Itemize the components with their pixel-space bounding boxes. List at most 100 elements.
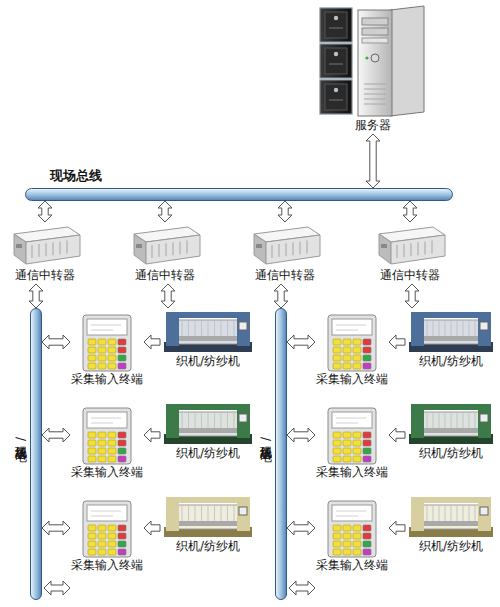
relay-left [134,234,146,264]
node-label: 通信中转器 [240,268,330,282]
block-arrow [389,335,405,349]
input-terminal: 采集输入终端 [70,314,144,390]
loom-frame [478,314,491,346]
terminal-key [353,339,361,345]
terminal-key [118,432,126,438]
terminal-key [118,339,126,345]
terminal-key [88,549,96,555]
terminal-key [108,440,116,446]
terminal-key [333,432,341,438]
terminal-key [118,363,126,369]
terminal-key [118,347,126,353]
server-module [320,80,352,114]
terminal-key [108,533,116,539]
terminal-key [88,456,96,462]
loom-warp [234,321,235,336]
drive-bay [362,38,388,43]
loom-beam [411,404,491,410]
terminal-key [108,432,116,438]
terminal-screen [332,319,372,335]
relay-vent [66,241,67,254]
loom-roll [423,428,479,433]
server-module-panel [325,12,347,38]
screen-line [336,325,366,326]
field-bus-power: 现场总线/电 [275,308,287,600]
terminal-key [98,525,106,531]
terminal-key [333,541,341,547]
input-terminal: 采集输入终端 [70,500,144,576]
loom-body [423,505,479,529]
terminal-key [98,440,106,446]
loom-warp [221,506,222,521]
node-icon [0,222,90,268]
loom-warp [433,413,434,428]
terminal-key [88,525,96,531]
power-button [371,54,379,62]
node-label: 采集输入终端 [70,372,144,386]
terminal-body [83,315,131,371]
terminal-key [343,347,351,353]
screen-line [336,330,358,331]
terminal-key [363,355,371,361]
block-arrow [405,284,419,308]
bus-end-arrow [44,581,70,595]
loom-warp [182,321,183,336]
terminal-key [98,533,106,539]
loom-warp [208,321,209,336]
terminal-key [363,363,371,369]
terminal-screen [332,505,372,521]
loom-warp [227,413,228,428]
relay-vent [151,245,152,258]
node-label: 织机/纺纱机 [405,539,497,553]
node-icon [70,407,144,465]
block-arrow [42,521,70,535]
terminal-key [88,533,96,539]
loom-frame [478,406,491,438]
relay-port [16,244,22,248]
drive-bay [362,18,388,25]
relay-vent [271,245,272,258]
terminal-key [108,339,116,345]
loom-warp [227,506,228,521]
terminal-key [88,355,96,361]
terminal-key [333,347,341,353]
tower-side [390,6,424,116]
terminal-key [353,456,361,462]
terminal-key [333,456,341,462]
relay-vent [158,244,159,257]
loom-warp [195,506,196,521]
terminal-key [363,432,371,438]
terminal-case [328,315,376,371]
terminal-screen [87,412,127,428]
terminal-key [343,456,351,462]
terminal-key [333,440,341,446]
block-arrow [161,284,175,308]
terminal-key [333,533,341,539]
block-arrow [42,335,70,349]
loom-beam [166,312,250,318]
relay-vent [165,243,166,256]
terminal-screen [87,319,127,335]
terminal-key [118,355,126,361]
terminal-key [343,440,351,446]
relay-vent [292,242,293,255]
bus-end-arrow [289,581,315,595]
terminal-key [353,448,361,454]
loom-body [423,320,479,344]
terminal-key [363,549,371,555]
loom-warp [433,321,434,336]
relay-node: 通信中转器 [120,222,210,284]
node-icon [120,222,210,268]
relay-vent [431,241,432,254]
loom-machine: 织机/纺纱机 [160,400,256,462]
loom-warp [182,413,183,428]
screen-line [336,418,366,419]
loom-body [178,412,238,436]
terminal-key [353,533,361,539]
loom-warp [475,506,476,521]
terminal-key [363,525,371,531]
node-label: 采集输入终端 [315,558,389,572]
loom-warp [208,413,209,428]
loom-machine: 织机/纺纱机 [405,400,497,462]
loom-warp [445,506,446,521]
